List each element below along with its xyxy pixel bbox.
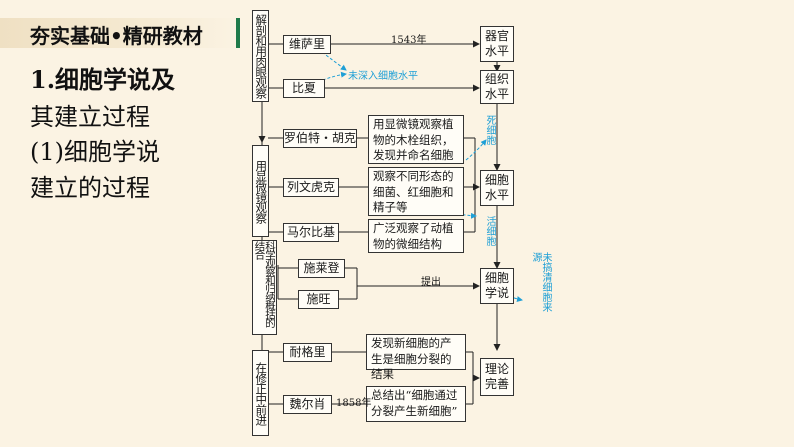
level-cell-theory: 细胞学说 bbox=[480, 268, 514, 304]
label-year-1543: 1543年 bbox=[391, 35, 427, 46]
stage-revision: 在修正中前进 bbox=[252, 350, 269, 436]
level-organ: 器官水平 bbox=[480, 26, 514, 62]
desc-leeuwenhoek: 观察不同形态的细菌、红细胞和精子等 bbox=[368, 167, 464, 216]
subheading-line-1: (1)细胞学说 bbox=[30, 138, 160, 166]
person-schwann: 施旺 bbox=[298, 290, 339, 309]
person-malpighi: 马尔比基 bbox=[283, 223, 339, 242]
label-proposed: 提出 bbox=[421, 277, 441, 288]
label-year-1858: 1858年 bbox=[336, 398, 372, 409]
level-tissue: 组织水平 bbox=[480, 70, 514, 104]
stage-naked-eye: 解剖和用肉眼观察 bbox=[252, 10, 269, 102]
desc-naegeli: 发现新细胞的产生是细胞分裂的结果 bbox=[366, 334, 466, 381]
desc-hooke: 用显微镜观察植物的木栓组织，发现并命名细胞 bbox=[368, 115, 464, 164]
person-leeuwenhoek: 列文虎克 bbox=[283, 178, 339, 197]
title-accent-stripe bbox=[236, 18, 240, 48]
heading-line-1: 1.细胞学说及 bbox=[30, 65, 176, 94]
note-not-cell-level: 未深入细胞水平 bbox=[348, 71, 418, 82]
subheading-line-2: 建立的过程 bbox=[30, 174, 150, 202]
person-hooke: 罗伯特・胡克 bbox=[283, 129, 357, 148]
level-theory-perfected: 理论完善 bbox=[480, 358, 514, 396]
person-bichat: 比夏 bbox=[283, 79, 325, 98]
heading-line-2: 其建立过程 bbox=[30, 103, 150, 131]
section-title-bar: 夯实基础•精研教材 bbox=[0, 18, 240, 48]
person-naegeli: 耐格里 bbox=[283, 343, 332, 362]
person-vesalius: 维萨里 bbox=[283, 35, 331, 54]
person-schleiden: 施莱登 bbox=[298, 259, 345, 278]
title-background bbox=[0, 18, 240, 48]
note-living-cell: 活细胞 bbox=[484, 216, 495, 246]
desc-virchow: 总结出“细胞通过分裂产生新细胞” bbox=[366, 386, 466, 422]
person-virchow: 魏尔肖 bbox=[283, 395, 332, 414]
stage-observation-induction: 科学观察和归纳概括的结合 bbox=[252, 240, 277, 335]
level-cell: 细胞水平 bbox=[480, 170, 514, 206]
stage-microscope: 用显微镜观察 bbox=[252, 145, 269, 237]
section-title: 夯实基础•精研教材 bbox=[30, 24, 203, 48]
note-source-unclear: 未搞清细胞来源 bbox=[530, 252, 551, 312]
note-dead-cell: 死细胞 bbox=[484, 115, 495, 145]
desc-malpighi: 广泛观察了动植物的微细结构 bbox=[368, 219, 464, 253]
